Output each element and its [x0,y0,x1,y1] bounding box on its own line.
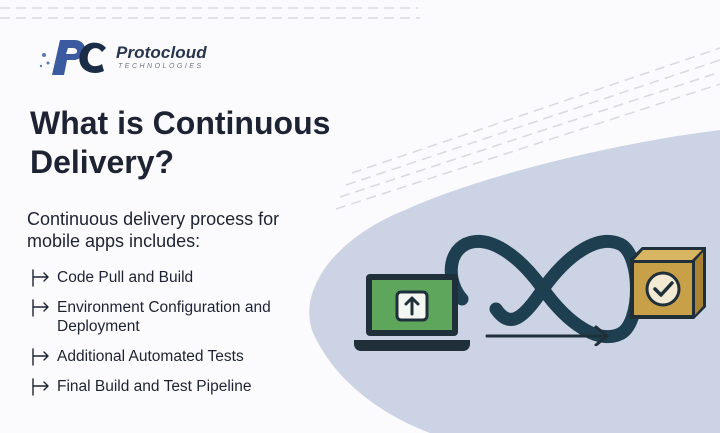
turn-right-arrow-icon [32,348,49,366]
turn-right-arrow-icon [32,269,49,287]
list-item: Environment Configuration and Deployment [29,298,319,336]
step-label: Final Build and Test Pipeline [57,378,252,395]
page-title: What is Continuous Delivery? [30,105,331,180]
list-item: Additional Automated Tests [29,347,319,366]
turn-right-arrow-icon [32,299,49,317]
step-label: Code Pull and Build [57,269,194,286]
brand-name: Protocloud [116,43,207,62]
list-item: Code Pull and Build [29,268,319,287]
protocloud-logo-icon [39,40,106,75]
turn-right-arrow-icon [32,378,49,396]
step-label: Environment Configuration and Deployment [57,299,271,335]
steps-list: Code Pull and Build Environment Configur… [29,268,319,407]
right-arrow-icon [485,325,609,346]
intro-text: Continuous delivery process for mobile a… [27,209,280,251]
step-label: Additional Automated Tests [57,348,244,365]
package-check-icon [630,247,706,319]
laptop-upload-icon [354,274,470,351]
list-item: Final Build and Test Pipeline [29,377,319,396]
brand-logo: Protocloud TECHNOLOGIES [38,36,218,80]
brand-tagline: TECHNOLOGIES [118,63,204,70]
